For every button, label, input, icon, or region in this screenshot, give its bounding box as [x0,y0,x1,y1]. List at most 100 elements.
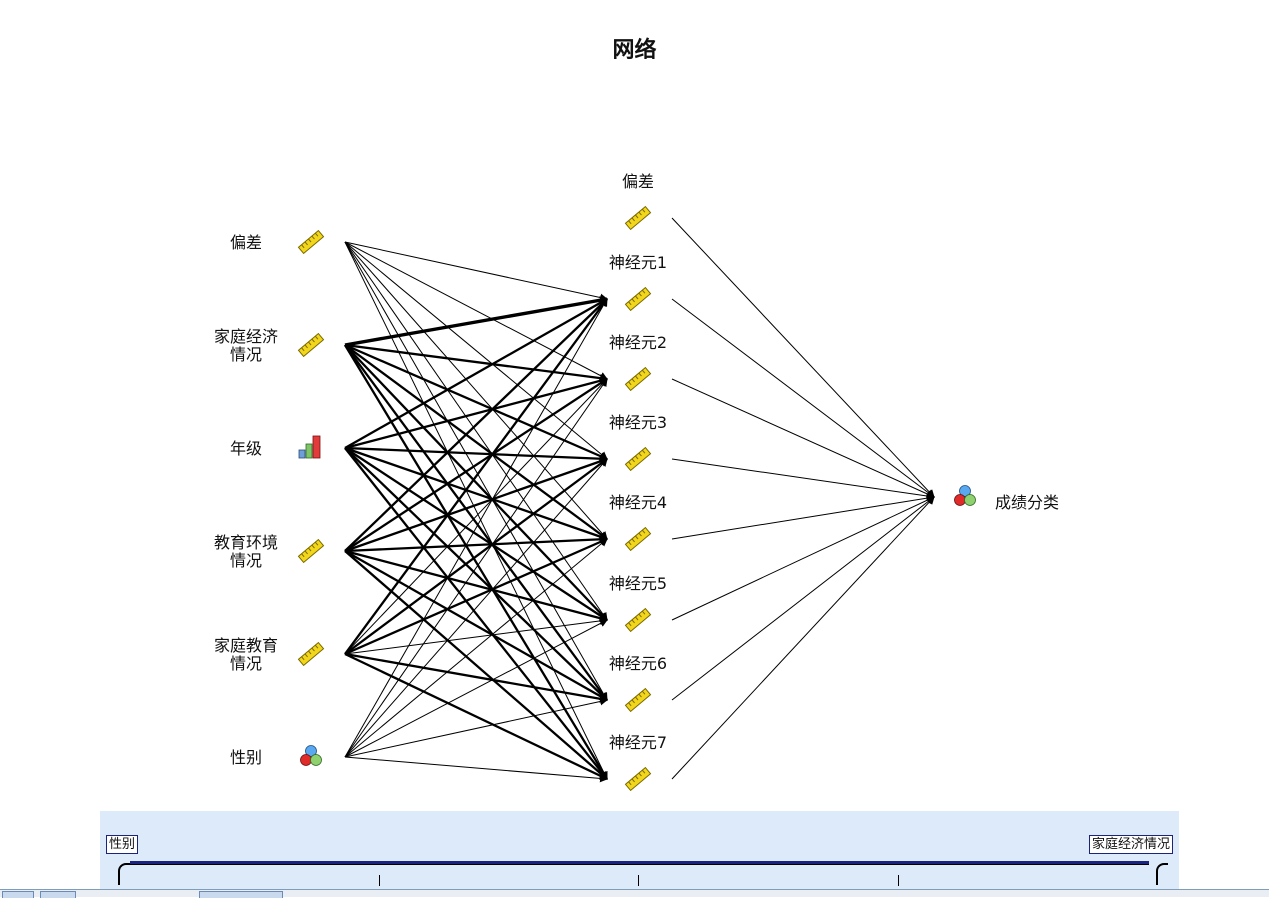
hidden-node-label: 偏差 [622,172,654,191]
slider-left-label: 性别 [106,835,139,854]
nominal-balls-icon [954,485,976,506]
slider-track[interactable] [130,861,1149,865]
input-node-label: 家庭经济 [214,327,278,346]
input-hidden-connection [344,550,608,780]
hidden-output-connection [671,496,935,780]
ruler-icon [624,286,652,312]
input-hidden-connection [344,298,608,655]
slider-right-label: 家庭经济情况 [1088,835,1173,854]
ruler-icon [624,687,652,713]
output-node: 成绩分类 [954,485,1059,512]
input-hidden-connection [344,296,608,347]
slider-left-handle[interactable] [118,863,130,885]
network-nodes: 偏差家庭经济情况年级教育环境情况家庭教育情况性别偏差神经元1神经元2神经元3神经… [214,172,1059,792]
hidden-node-label: 神经元7 [609,733,667,752]
input-hidden-connection [344,241,608,780]
slider-tick [638,875,639,886]
input-hidden-connection [344,344,608,621]
network-diagram: 偏差家庭经济情况年级教育环境情况家庭教育情况性别偏差神经元1神经元2神经元3神经… [214,172,1059,792]
slider-tick [898,875,899,886]
hidden-node: 神经元4 [609,493,667,552]
input-hidden-connection [344,616,608,655]
input-hidden-connection [344,344,608,701]
input-hidden-connection [344,378,608,758]
input-hidden-connection [344,535,608,553]
input-hidden-connection [344,344,608,540]
input-hidden-connection [344,446,608,541]
input-hidden-connection [344,241,608,380]
input-node-label: 偏差 [230,233,262,252]
input-hidden-connection [344,344,608,780]
input-hidden-connection [344,550,608,701]
input-hidden-connection [344,446,608,463]
taskbar [0,889,1269,898]
taskbar-button[interactable] [40,891,76,898]
hidden-output-connection [671,378,935,498]
hidden-node-label: 神经元4 [609,493,667,512]
input-hidden-connection [344,241,608,302]
input-node-label: 年级 [230,439,262,458]
input-hidden-connection [344,652,608,781]
hidden-node: 神经元7 [609,733,667,792]
input-hidden-connection [344,241,608,460]
input-hidden-connection [344,538,608,758]
connection-lines [344,217,935,783]
input-node-label: 情况 [230,551,262,570]
bar-chart-icon [298,435,321,459]
output-node-label: 成绩分类 [995,493,1059,512]
input-hidden-connection [344,298,608,758]
hidden-output-connection [671,494,935,540]
hidden-output-connection [671,217,935,498]
input-node-label: 家庭教育 [214,636,278,655]
slider-tick [379,875,380,886]
taskbar-button[interactable] [199,891,283,898]
ruler-icon [624,366,652,392]
hidden-output-connection [671,496,935,701]
ruler-icon [297,229,325,255]
input-hidden-connection [344,376,608,450]
input-hidden-connection [344,457,608,553]
input-hidden-connection [344,298,608,552]
nominal-balls-icon [300,745,322,766]
taskbar-button[interactable] [2,891,34,898]
input-hidden-connection [344,241,608,701]
ruler-icon [624,446,652,472]
ruler-icon [297,538,325,564]
hidden-node: 偏差 [622,172,654,231]
input-hidden-connection [344,756,608,783]
hidden-output-connection [671,298,935,498]
input-node: 家庭经济情况 [214,327,325,364]
hidden-output-connection [671,458,935,500]
slider-right-handle[interactable] [1156,863,1168,885]
ruler-icon [297,641,325,667]
diagram-title: 网络 [612,38,657,63]
ruler-icon [624,607,652,633]
input-node-label: 教育环境 [214,533,278,552]
input-node: 偏差 [230,229,325,255]
input-hidden-connection [344,697,608,758]
input-node-label: 性别 [230,748,262,767]
hidden-node-label: 神经元6 [609,654,667,673]
hidden-node-label: 神经元1 [609,253,667,272]
input-hidden-connection [344,241,608,540]
input-hidden-connection [344,619,608,758]
variable-range-slider[interactable]: 性别 家庭经济情况 [100,811,1179,896]
input-hidden-connection [344,378,608,552]
input-hidden-connection [344,447,608,701]
hidden-node: 神经元6 [609,654,667,713]
hidden-node: 神经元3 [609,413,667,472]
ruler-icon [624,526,652,552]
input-hidden-connection [344,549,608,623]
input-hidden-connection [344,343,608,461]
hidden-node: 神经元5 [609,574,667,633]
input-hidden-connection [344,447,608,780]
hidden-node: 神经元2 [609,333,667,392]
input-node-label: 情况 [230,345,262,364]
input-hidden-connection [344,537,608,656]
ruler-icon [624,766,652,792]
ruler-icon [624,205,652,231]
input-hidden-connection [344,458,608,655]
ruler-icon [297,332,325,358]
hidden-node-label: 神经元3 [609,413,667,432]
